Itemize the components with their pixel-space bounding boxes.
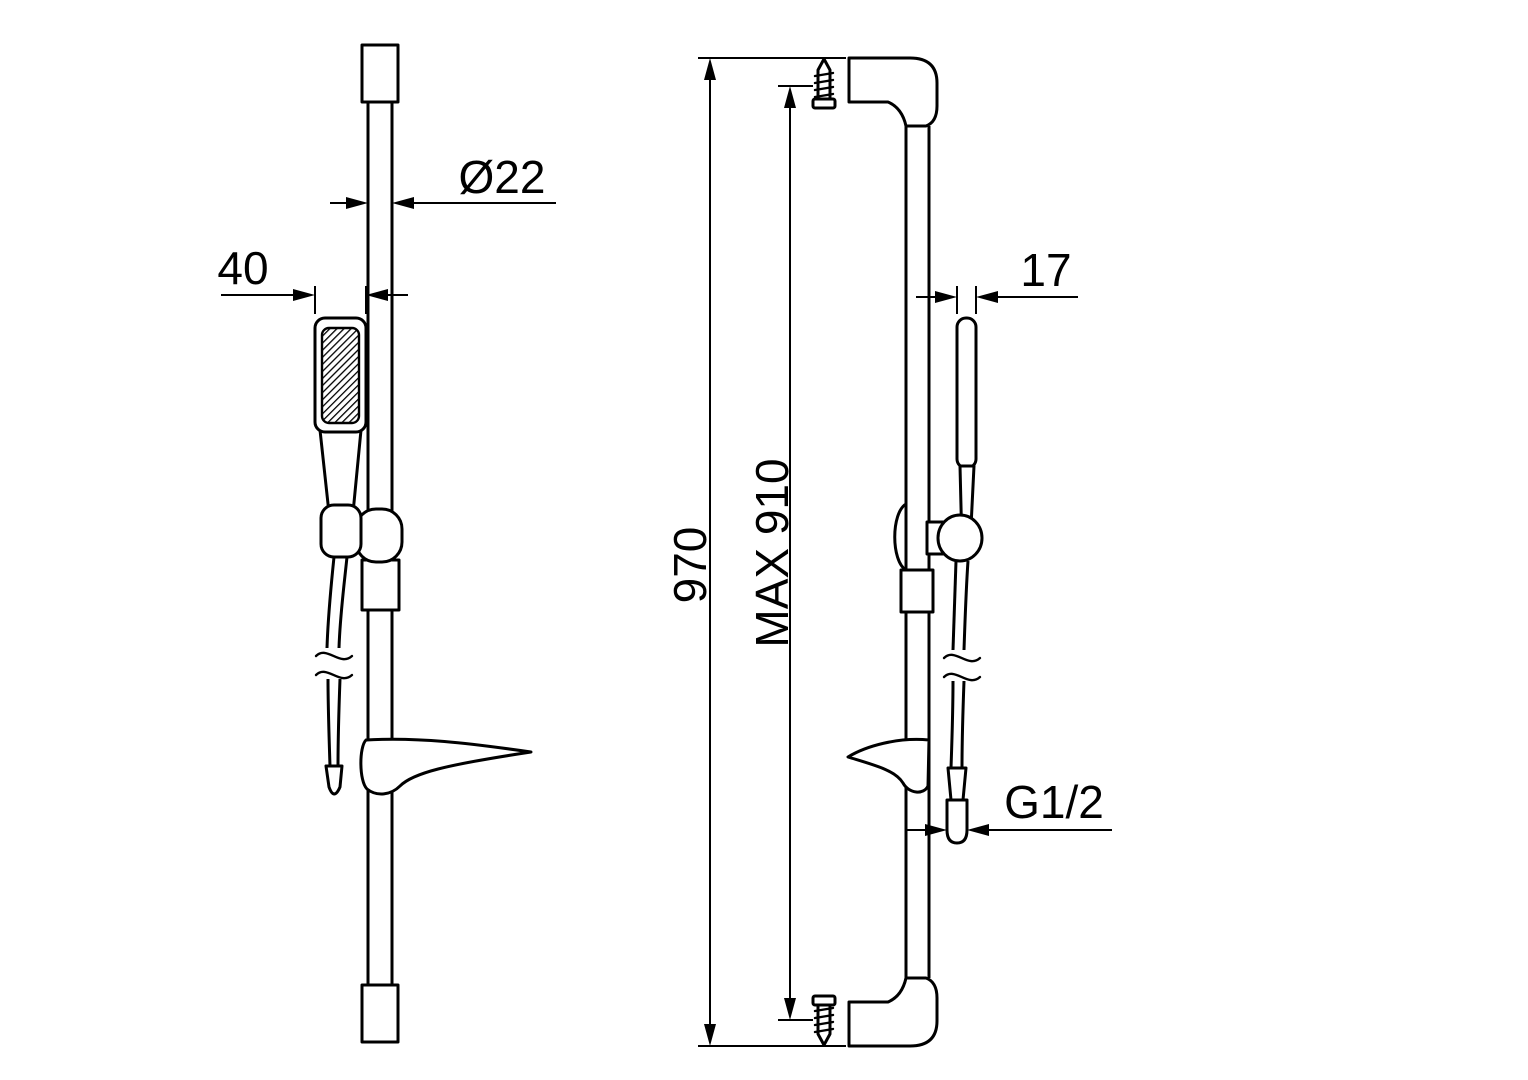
hose-side-lower-right-edge [960,680,966,769]
dimension-handset-depth: 17 [916,244,1078,314]
screw-thread [813,85,835,92]
dim-label-overall-height: 970 [664,527,716,604]
slider-clamp [354,507,404,564]
hose-end-fitting [324,764,344,796]
screw-shaft [816,57,832,101]
soap-dish-side [846,737,931,794]
hose-lower-right-edge [336,678,342,767]
screw-thread [813,1013,835,1020]
handset-handle [318,428,363,515]
dim-label-max-fixing-height: MAX 910 [746,458,798,647]
screw-thread [813,1006,835,1013]
soap-dish [359,737,533,796]
handset-side-head [955,316,978,470]
dim-label-handset-depth: 17 [1020,244,1071,296]
holder-cup [319,503,363,559]
screw-thread [813,1027,835,1034]
hose-side-upper-right-edge [962,560,970,651]
rail-sleeve [360,558,401,612]
screw-thread [813,78,835,85]
screw-head [811,994,837,1007]
hose-upper-left-edge [325,556,336,649]
screw-thread [813,92,835,99]
dim-label-handset-width: 40 [217,242,268,294]
arrowhead [293,289,315,301]
dimension-handset-width: 40 [217,242,408,314]
arrowhead [346,197,368,209]
rail-top-cap [360,43,400,104]
screw-thread [813,1020,835,1027]
hose-cone-fitting [946,766,968,802]
dimension-overall-height: 970 [664,57,846,1047]
front-view [313,43,533,1044]
spray-face [320,326,361,425]
dimensions: Ø22 40 17 970 [217,57,1112,1047]
slider-lock-lever [893,502,908,572]
hose-side-lower-left-edge [949,680,955,769]
arrowhead [784,998,796,1020]
arrowhead [704,58,716,80]
mounting-screw-top [811,57,837,110]
arrowhead [925,824,947,836]
arrowhead [784,86,796,108]
side-view [811,56,984,1048]
hose-thread-connector [945,798,969,845]
hose-side-break-wave-top [942,653,982,663]
mounting-screw-bottom [811,994,837,1047]
dimension-hose-thread: G1/2 [906,776,1112,836]
arrowhead [366,289,388,301]
hose-side-break-wave-bottom [942,672,982,682]
holder-cup-side [936,513,984,563]
arrowhead [967,824,989,836]
wall-bracket-bottom [847,976,939,1048]
hose-break-wave-bottom [314,670,354,680]
wall-bracket-top [847,56,939,128]
hose-upper-right-edge [337,556,349,649]
dim-label-rail-diameter: Ø22 [459,151,546,203]
rail-sleeve-side [899,568,935,614]
arrowhead [976,291,998,303]
hose-break-wave-top [314,651,354,661]
screw-thread [813,71,835,78]
arrowhead [935,291,957,303]
hose-lower-left-edge [326,678,332,767]
screw-head [811,97,837,110]
arrowhead [392,197,414,209]
dimension-rail-diameter: Ø22 [330,151,556,209]
hose-side-upper-left-edge [951,560,958,651]
arrowhead [704,1024,716,1046]
dimension-max-fixing-height: MAX 910 [746,85,813,1021]
rail-bottom-cap [360,983,400,1044]
dim-label-hose-thread: G1/2 [1004,776,1104,828]
